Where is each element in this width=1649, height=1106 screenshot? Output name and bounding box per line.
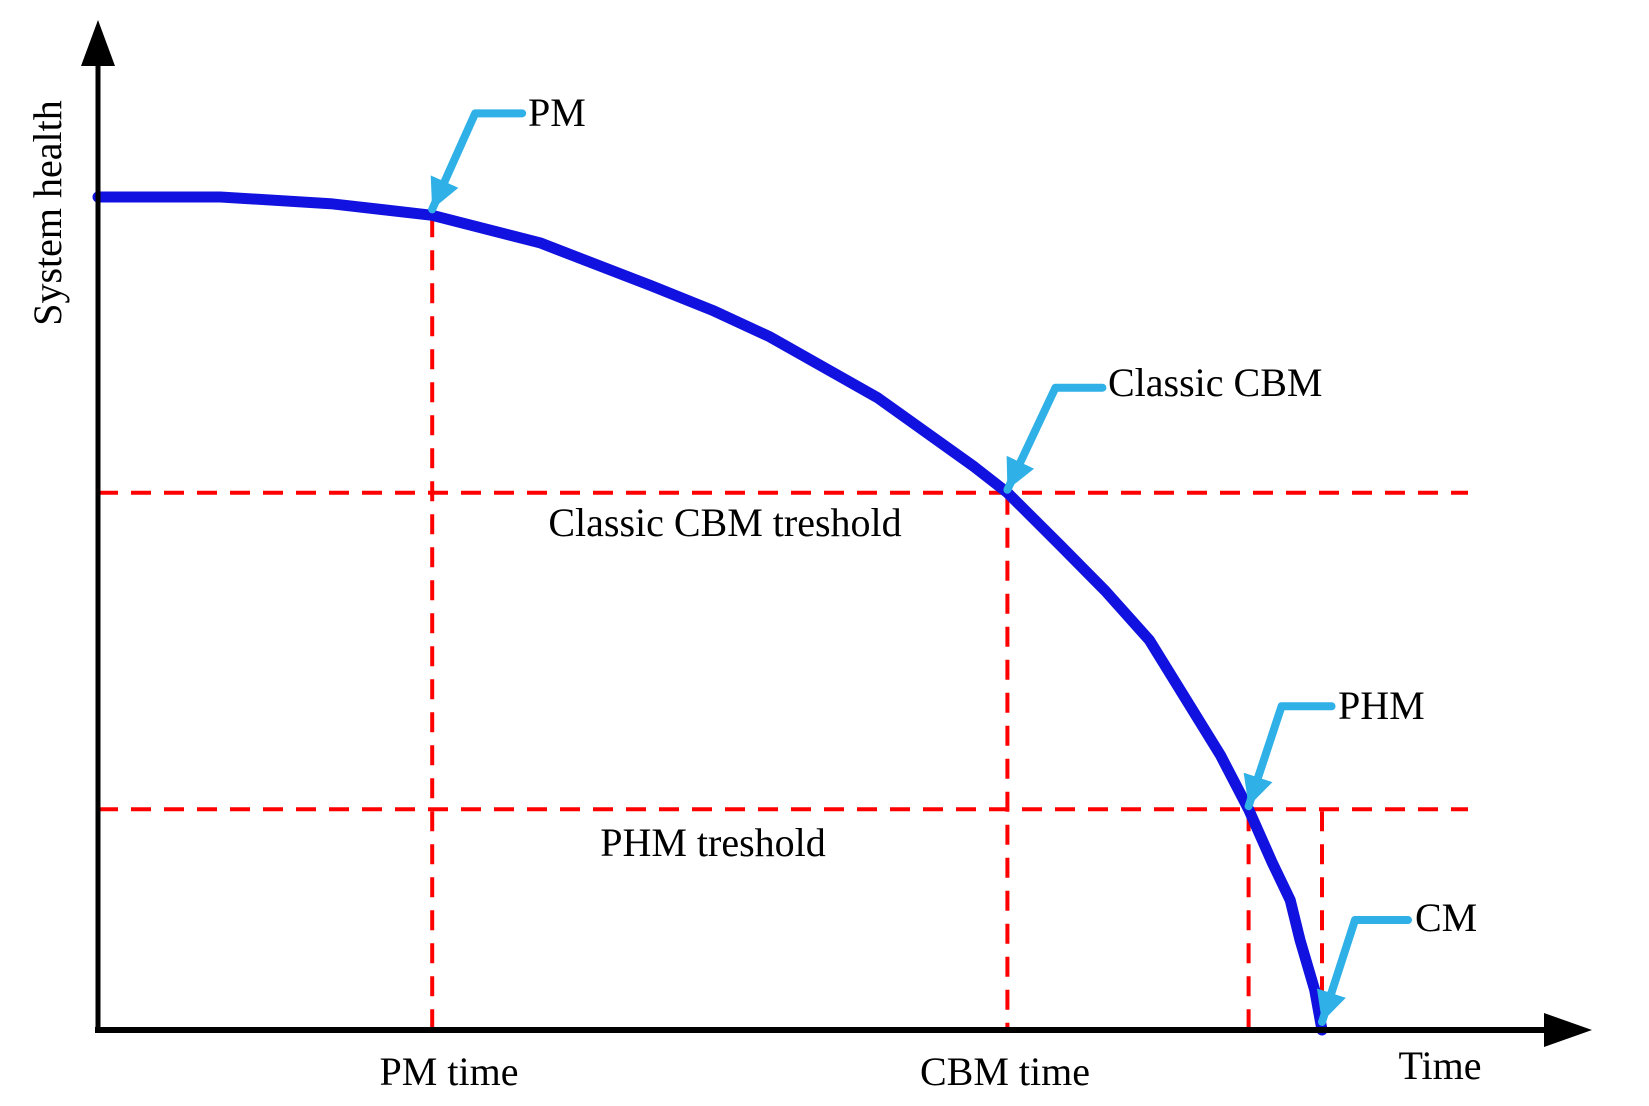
y-axis-title: System health <box>25 100 70 326</box>
callout-arrows <box>428 109 1412 1026</box>
x-axis-arrowhead-icon <box>1544 1013 1592 1047</box>
annotation-pm: PM <box>528 90 586 135</box>
callout-arrow-cm <box>1316 916 1412 1026</box>
phm-threshold-caption: PHM treshold <box>600 820 826 865</box>
x-tick-label-cbm-time: CBM time <box>919 1049 1091 1094</box>
callout-arrow-pm <box>428 109 527 214</box>
classic-cbm-threshold-caption: Classic CBM treshold <box>548 500 902 545</box>
system-health-curve <box>92 191 1328 1036</box>
x-axis-title: Time <box>1398 1043 1482 1088</box>
annotation-classic-cbm: Classic CBM <box>1108 360 1323 405</box>
annotation-phm: PHM <box>1338 683 1425 728</box>
y-axis-arrowhead-icon <box>81 20 115 66</box>
annotation-cm: CM <box>1415 895 1478 940</box>
axes <box>81 20 1592 1047</box>
callout-arrow-classic_cbm <box>1003 383 1107 494</box>
x-tick-label-pm-time: PM time <box>379 1049 519 1094</box>
callout-arrow-phm <box>1243 702 1336 811</box>
